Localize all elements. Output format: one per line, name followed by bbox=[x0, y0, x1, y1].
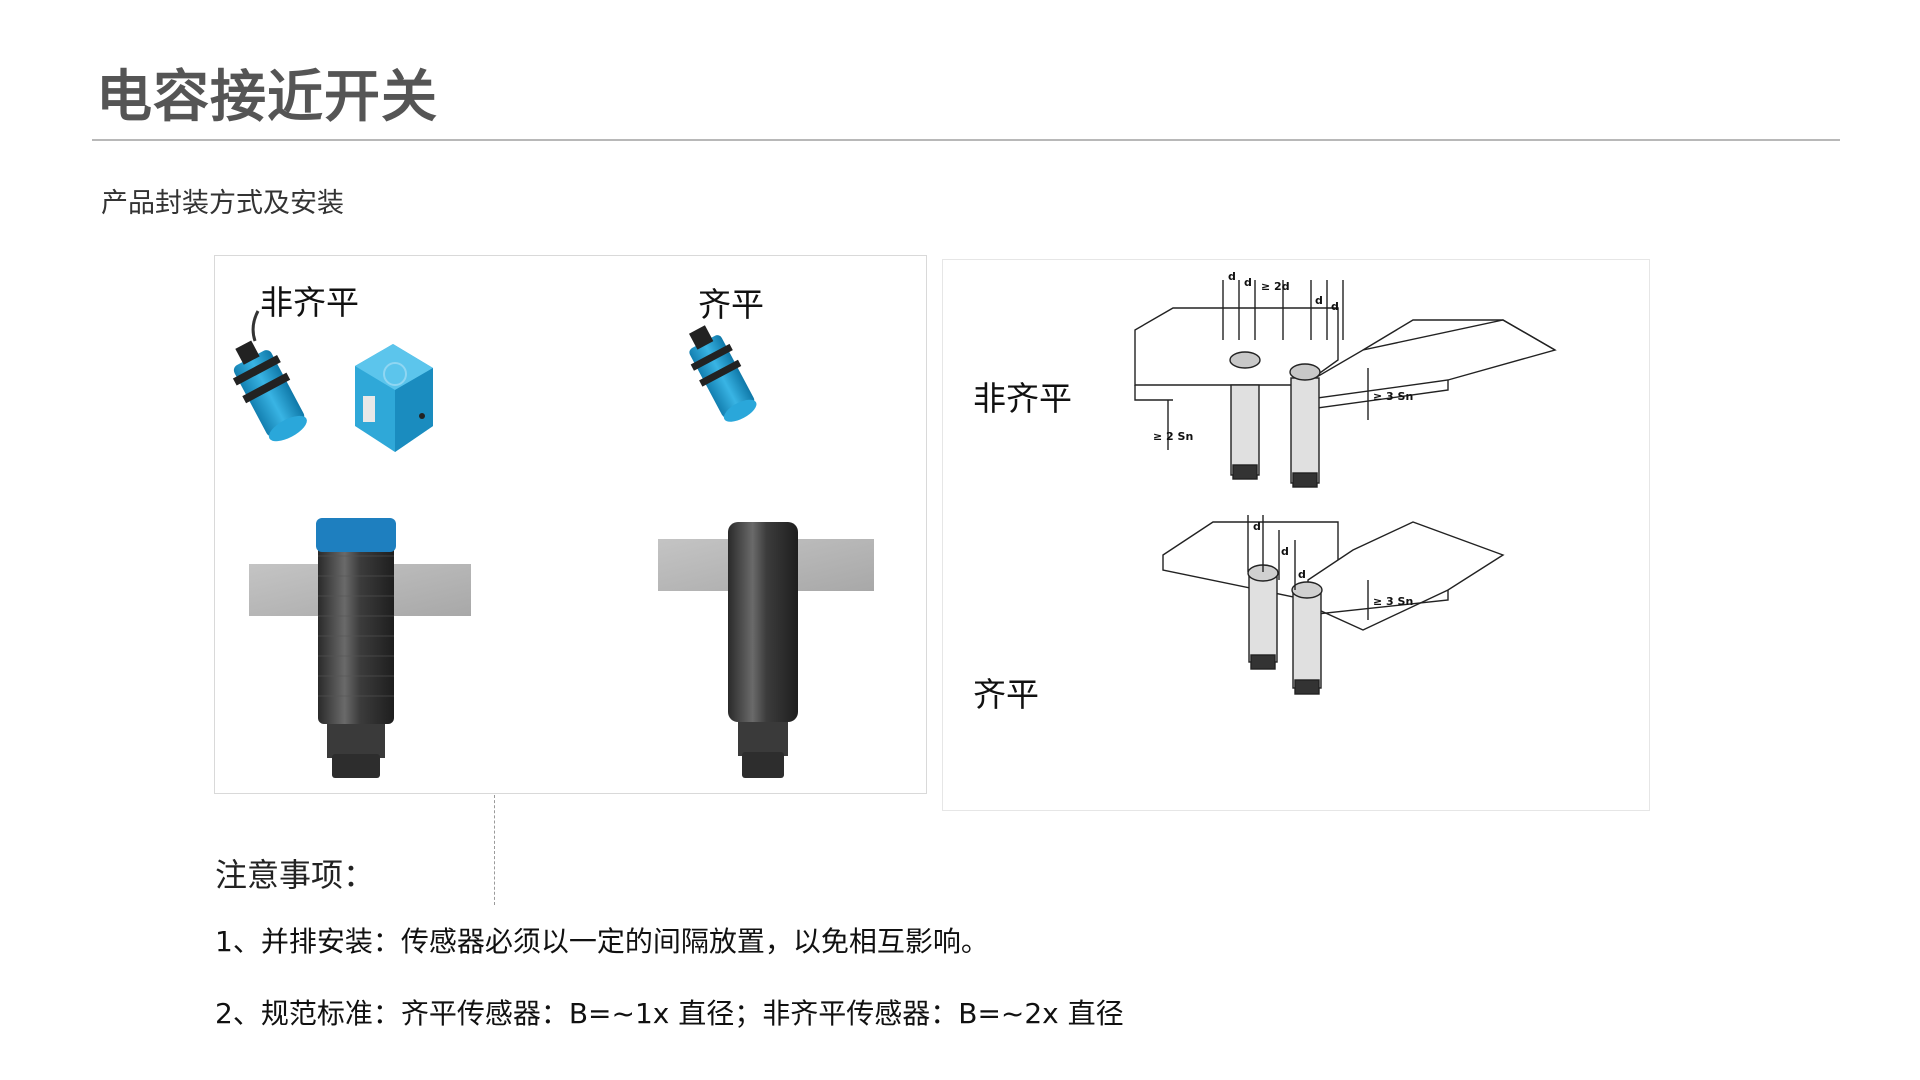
dim-2d: ≥ 2d bbox=[1261, 280, 1290, 293]
dim-d-6: d bbox=[1281, 545, 1289, 558]
label-nonflush: 非齐平 bbox=[260, 283, 359, 322]
page-title: 电容接近开关 bbox=[96, 65, 438, 130]
note-item: 2、规范标准：齐平传感器：B=~1x 直径；非齐平传感器：B=~2x 直径 bbox=[215, 997, 1124, 1030]
installation-diagram-panel: 非齐平 齐平 d bbox=[942, 259, 1650, 811]
flush-dimension-labels: d d d ≥ 3 Sn bbox=[1253, 520, 1413, 608]
nonflush-dimension-labels: d d ≥ 2d d d ≥ 3 Sn ≥ 2 Sn bbox=[1153, 270, 1413, 443]
dim-d-5: d bbox=[1253, 520, 1261, 533]
dim-d-1: d bbox=[1228, 270, 1236, 283]
section-subtitle: 产品封装方式及安装 bbox=[101, 188, 344, 219]
blue-box-sensor-icon bbox=[355, 344, 433, 452]
dim-2sn: ≥ 2 Sn bbox=[1153, 430, 1193, 443]
dim-d-7: d bbox=[1298, 568, 1306, 581]
diagram-label-nonflush: 非齐平 bbox=[973, 379, 1072, 418]
dashed-guide-line bbox=[494, 795, 495, 905]
label-flush: 齐平 bbox=[698, 285, 764, 324]
installation-diagrams: d d ≥ 2d d d ≥ 3 Sn ≥ 2 Sn d d bbox=[1134, 270, 1557, 695]
blue-flush-sensor-icon bbox=[689, 325, 757, 422]
title-divider bbox=[92, 139, 1840, 141]
diagram-label-flush: 齐平 bbox=[973, 675, 1039, 714]
dim-3sn-flush: ≥ 3 Sn bbox=[1373, 595, 1413, 608]
dim-3sn-nonflush: ≥ 3 Sn bbox=[1373, 390, 1413, 403]
blue-cylinder-sensor-icon bbox=[232, 310, 307, 442]
dim-d-3: d bbox=[1315, 294, 1323, 307]
notes-title: 注意事项： bbox=[215, 856, 376, 894]
flush-diagram bbox=[1162, 515, 1505, 695]
note-item: 1、并排安装：传感器必须以一定的间隔放置，以免相互影响。 bbox=[215, 925, 989, 958]
dim-d-4: d bbox=[1331, 300, 1339, 313]
nonflush-diagram bbox=[1134, 280, 1557, 488]
sensor-illustrations bbox=[232, 310, 874, 778]
dim-d-2: d bbox=[1244, 276, 1252, 289]
sensor-photo-panel: 非齐平 齐平 bbox=[214, 255, 927, 794]
flush-mounted-sensor bbox=[658, 522, 874, 778]
nonflush-mounted-sensor bbox=[249, 518, 471, 778]
